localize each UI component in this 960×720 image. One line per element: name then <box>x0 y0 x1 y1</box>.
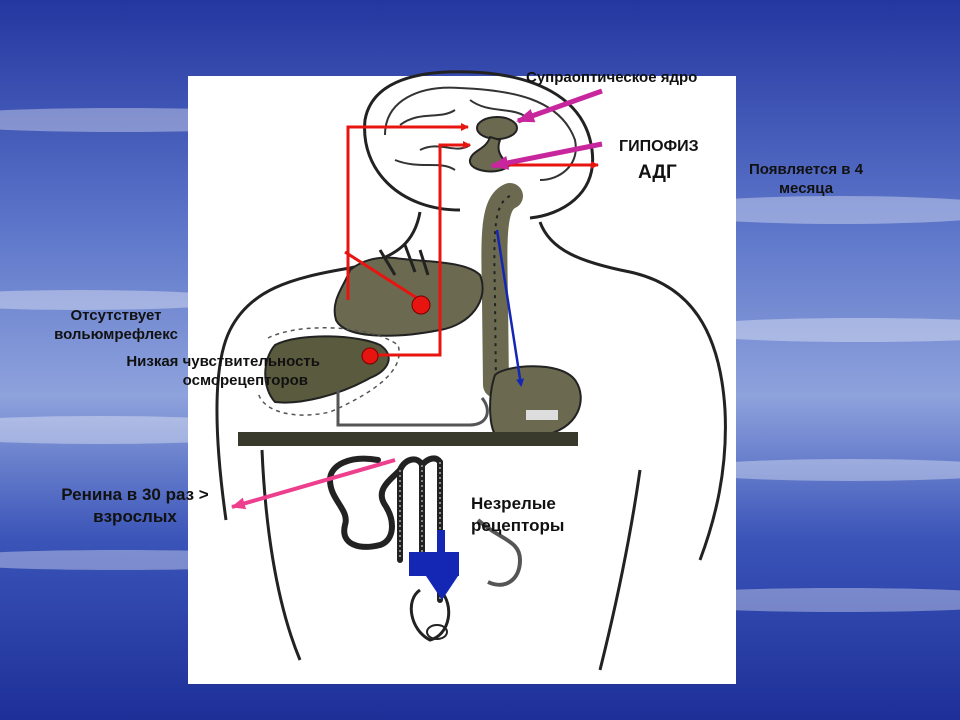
osmoreceptor-dot <box>361 347 379 365</box>
label-appears-at-4-months: Появляется в 4 месяца <box>736 160 876 198</box>
label-adh: АДГ <box>638 162 677 183</box>
label-low-sensitivity-line1: Низкая чувствительность <box>126 353 320 370</box>
label-immature-line1: Незрелые <box>471 494 556 513</box>
volume-receptor-dot <box>411 295 431 315</box>
liver <box>264 335 390 404</box>
diaphragm <box>238 432 578 446</box>
adh-pathway <box>344 123 599 357</box>
renin-arrow <box>231 458 396 510</box>
label-no-volume-reflex: Отсутствует вольюмрефлекс <box>36 306 196 344</box>
label-supraoptic-nucleus: Супраоптическое ядро <box>526 69 698 86</box>
label-immature-receptors: Незрелые рецепторы <box>471 493 564 537</box>
stomach <box>489 365 582 440</box>
body-outline <box>215 70 727 671</box>
label-immature-line2: рецепторы <box>471 516 565 535</box>
label-pituitary: ГИПОФИЗ <box>619 138 699 155</box>
bladder <box>409 588 451 642</box>
duodenum <box>336 390 489 427</box>
label-pointers <box>490 88 603 170</box>
receptor-markers <box>361 295 431 365</box>
label-renin: Ренина в 30 раз > взрослых <box>30 484 240 528</box>
label-renin-line2: взрослых <box>93 507 177 526</box>
flow-arrow-down <box>495 229 525 387</box>
label-appears-line2: месяца <box>778 180 834 197</box>
label-low-sensitivity-line2: осморецепторов <box>182 372 308 389</box>
label-no-volume-reflex-line2: вольюмрефлекс <box>54 326 178 343</box>
intestine <box>476 518 523 587</box>
urine-output-arrow <box>409 530 459 600</box>
label-renin-line1: Ренина в 30 раз > <box>61 485 209 504</box>
heart <box>333 244 484 337</box>
label-low-osmoreceptor-sensitivity: Низкая чувствительность осморецепторов <box>40 352 320 390</box>
stomach-label-patch <box>526 410 558 420</box>
label-no-volume-reflex-line1: Отсутствует <box>70 307 162 324</box>
nephron <box>326 455 443 603</box>
label-appears-line1: Появляется в 4 <box>748 161 864 178</box>
